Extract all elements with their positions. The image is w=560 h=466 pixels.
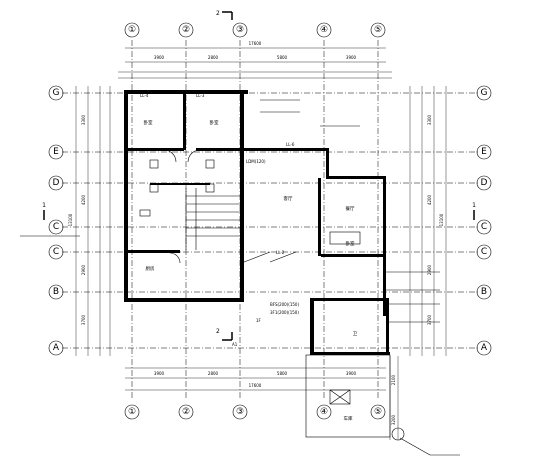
- axis-left-e: E: [53, 147, 59, 157]
- dim-total-left: 13100: [68, 213, 73, 226]
- axis-top-3: ③: [236, 25, 244, 35]
- dim-top-1: 3900: [154, 55, 165, 60]
- axis-bottom-2: ②: [182, 407, 190, 417]
- dim-right-1: 3300: [427, 114, 432, 125]
- beam-label-c: LL-2: [276, 250, 285, 255]
- section-marks: 2 2 1 1: [42, 10, 476, 341]
- room-label-7: 车库: [344, 415, 353, 422]
- axis-bottom-5: ⑤: [374, 407, 382, 417]
- axis-right-c1: C: [481, 222, 487, 232]
- dim-bottom-4: 3900: [346, 371, 357, 376]
- right-axis-bubbles: G E D C C B A: [476, 85, 492, 356]
- axis-right-g: G: [481, 88, 488, 98]
- dim-top-2: 2800: [208, 55, 219, 60]
- note-right-2: 3F1(200)(150): [270, 310, 299, 315]
- axis-bottom-1: ①: [128, 407, 136, 417]
- axis-top-4: ④: [320, 25, 328, 35]
- dimension-texts: 17600 3900 2800 5800 3900 3900 2800 5800…: [68, 41, 444, 425]
- interior-details: [20, 99, 460, 456]
- section-top-number: 2: [216, 10, 220, 17]
- axis-right-c2: C: [481, 247, 487, 257]
- leader-label: 1F: [256, 318, 262, 323]
- dim-bottom-ext-1: 2100: [391, 374, 396, 385]
- axis-left-c2: C: [53, 247, 59, 257]
- dim-total-top: 17600: [249, 41, 262, 46]
- section-right-number: 1: [472, 202, 476, 209]
- axis-left-d: D: [53, 178, 60, 188]
- room-label-3: 客厅: [284, 195, 293, 202]
- beam-label-b: LL-6: [286, 142, 295, 147]
- dim-bottom-3: 5800: [277, 371, 288, 376]
- beam-label-a: LL-4: [140, 93, 149, 98]
- walls: [124, 90, 391, 438]
- section-left-number: 1: [42, 202, 46, 209]
- axis-left-b: B: [53, 287, 59, 297]
- beam-label-d: LL-3: [196, 93, 205, 98]
- room-label-2: 卧室: [210, 119, 219, 126]
- room-label-8: 卫: [353, 331, 358, 337]
- axis-left-a: A: [53, 343, 60, 353]
- axis-right-d: D: [481, 178, 488, 188]
- axis-left-c1: C: [53, 222, 59, 232]
- dim-left-3: 2900: [81, 264, 86, 275]
- axis-left-g: G: [53, 88, 60, 98]
- axis-right-a: A: [481, 343, 488, 353]
- dim-bottom-ext-2: 3200: [391, 414, 396, 425]
- dim-right-2: 4200: [427, 194, 432, 205]
- room-labels: 卧室 卧室 客厅 餐厅 厨房 卧室 车库 卫: [144, 119, 358, 422]
- dim-total-bottom: 17600: [249, 383, 262, 388]
- top-axis-bubbles: ① ② ③ ④ ⑤: [124, 22, 386, 38]
- slab-note: LDM(120): [246, 159, 266, 164]
- note-right: BFS(200)(150): [270, 302, 299, 307]
- room-label-6: 卧室: [346, 240, 355, 247]
- annotation-labels: LL-4 LL-6 LL-2 LL-3 LDM(120) BFS(200)(15…: [140, 93, 299, 347]
- axis-bottom-3: ③: [236, 407, 244, 417]
- section-mark-label: A1: [232, 342, 238, 347]
- dim-bottom-1: 3900: [154, 371, 165, 376]
- axis-top-1: ①: [128, 25, 136, 35]
- dim-bottom-2: 2800: [208, 371, 219, 376]
- axis-right-e: E: [481, 147, 487, 157]
- axis-right-b: B: [481, 287, 487, 297]
- dim-top-4: 3900: [346, 55, 357, 60]
- left-axis-bubbles: G E D C C B A: [48, 85, 64, 356]
- dim-right-3: 2900: [427, 264, 432, 275]
- dim-top-3: 5800: [277, 55, 288, 60]
- dim-left-2: 4200: [81, 194, 86, 205]
- axis-top-2: ②: [182, 25, 190, 35]
- section-bottom-number: 2: [216, 328, 220, 335]
- dim-total-right: 13100: [439, 213, 444, 226]
- axis-bottom-4: ④: [320, 407, 328, 417]
- bottom-axis-bubbles: ① ② ③ ④ ⑤: [124, 404, 386, 420]
- room-label-5: 厨房: [146, 265, 155, 272]
- dim-right-4: 3700: [427, 314, 432, 325]
- dim-left-1: 3300: [81, 114, 86, 125]
- dim-left-4: 3700: [81, 314, 86, 325]
- axis-top-5: ⑤: [374, 25, 382, 35]
- room-label-1: 卧室: [144, 119, 153, 126]
- room-label-4: 餐厅: [346, 205, 355, 212]
